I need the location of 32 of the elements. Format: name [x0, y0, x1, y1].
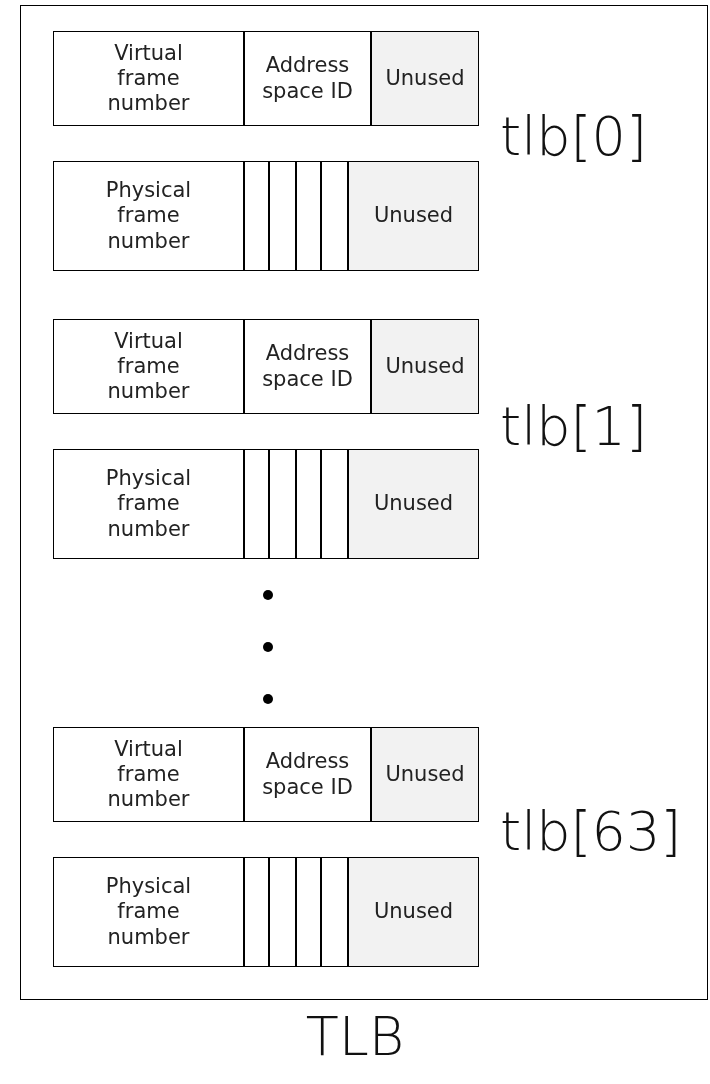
unused-field: Unused — [348, 857, 479, 967]
unused-field: Unused — [371, 319, 479, 414]
flag-bit-box — [321, 161, 348, 271]
flag-bit-box — [244, 857, 269, 967]
field-box: Address space ID — [244, 31, 371, 126]
field-box: Virtual frame number — [53, 319, 244, 414]
entry-label: tlb[63] — [500, 800, 682, 863]
flag-bit-box — [244, 449, 269, 559]
field-box: Physical frame number — [53, 161, 244, 271]
field-box: Address space ID — [244, 727, 371, 822]
unused-field: Unused — [348, 161, 479, 271]
field-box: Virtual frame number — [53, 727, 244, 822]
field-box: Address space ID — [244, 319, 371, 414]
flag-bit-box — [321, 449, 348, 559]
flag-bit-box — [321, 857, 348, 967]
flag-bit-box — [296, 161, 321, 271]
field-box: Physical frame number — [53, 449, 244, 559]
flag-bit-box — [269, 161, 296, 271]
entry-label: tlb[0] — [500, 105, 647, 168]
table-frame — [20, 5, 708, 1000]
flag-bit-box — [244, 161, 269, 271]
field-box: Virtual frame number — [53, 31, 244, 126]
field-box: Physical frame number — [53, 857, 244, 967]
flag-bit-box — [269, 449, 296, 559]
flag-bit-box — [296, 857, 321, 967]
unused-field: Unused — [371, 31, 479, 126]
entry-label: tlb[1] — [500, 395, 647, 458]
unused-field: Unused — [371, 727, 479, 822]
diagram-caption: TLB — [304, 1005, 406, 1068]
flag-bit-box — [296, 449, 321, 559]
flag-bit-box — [269, 857, 296, 967]
unused-field: Unused — [348, 449, 479, 559]
